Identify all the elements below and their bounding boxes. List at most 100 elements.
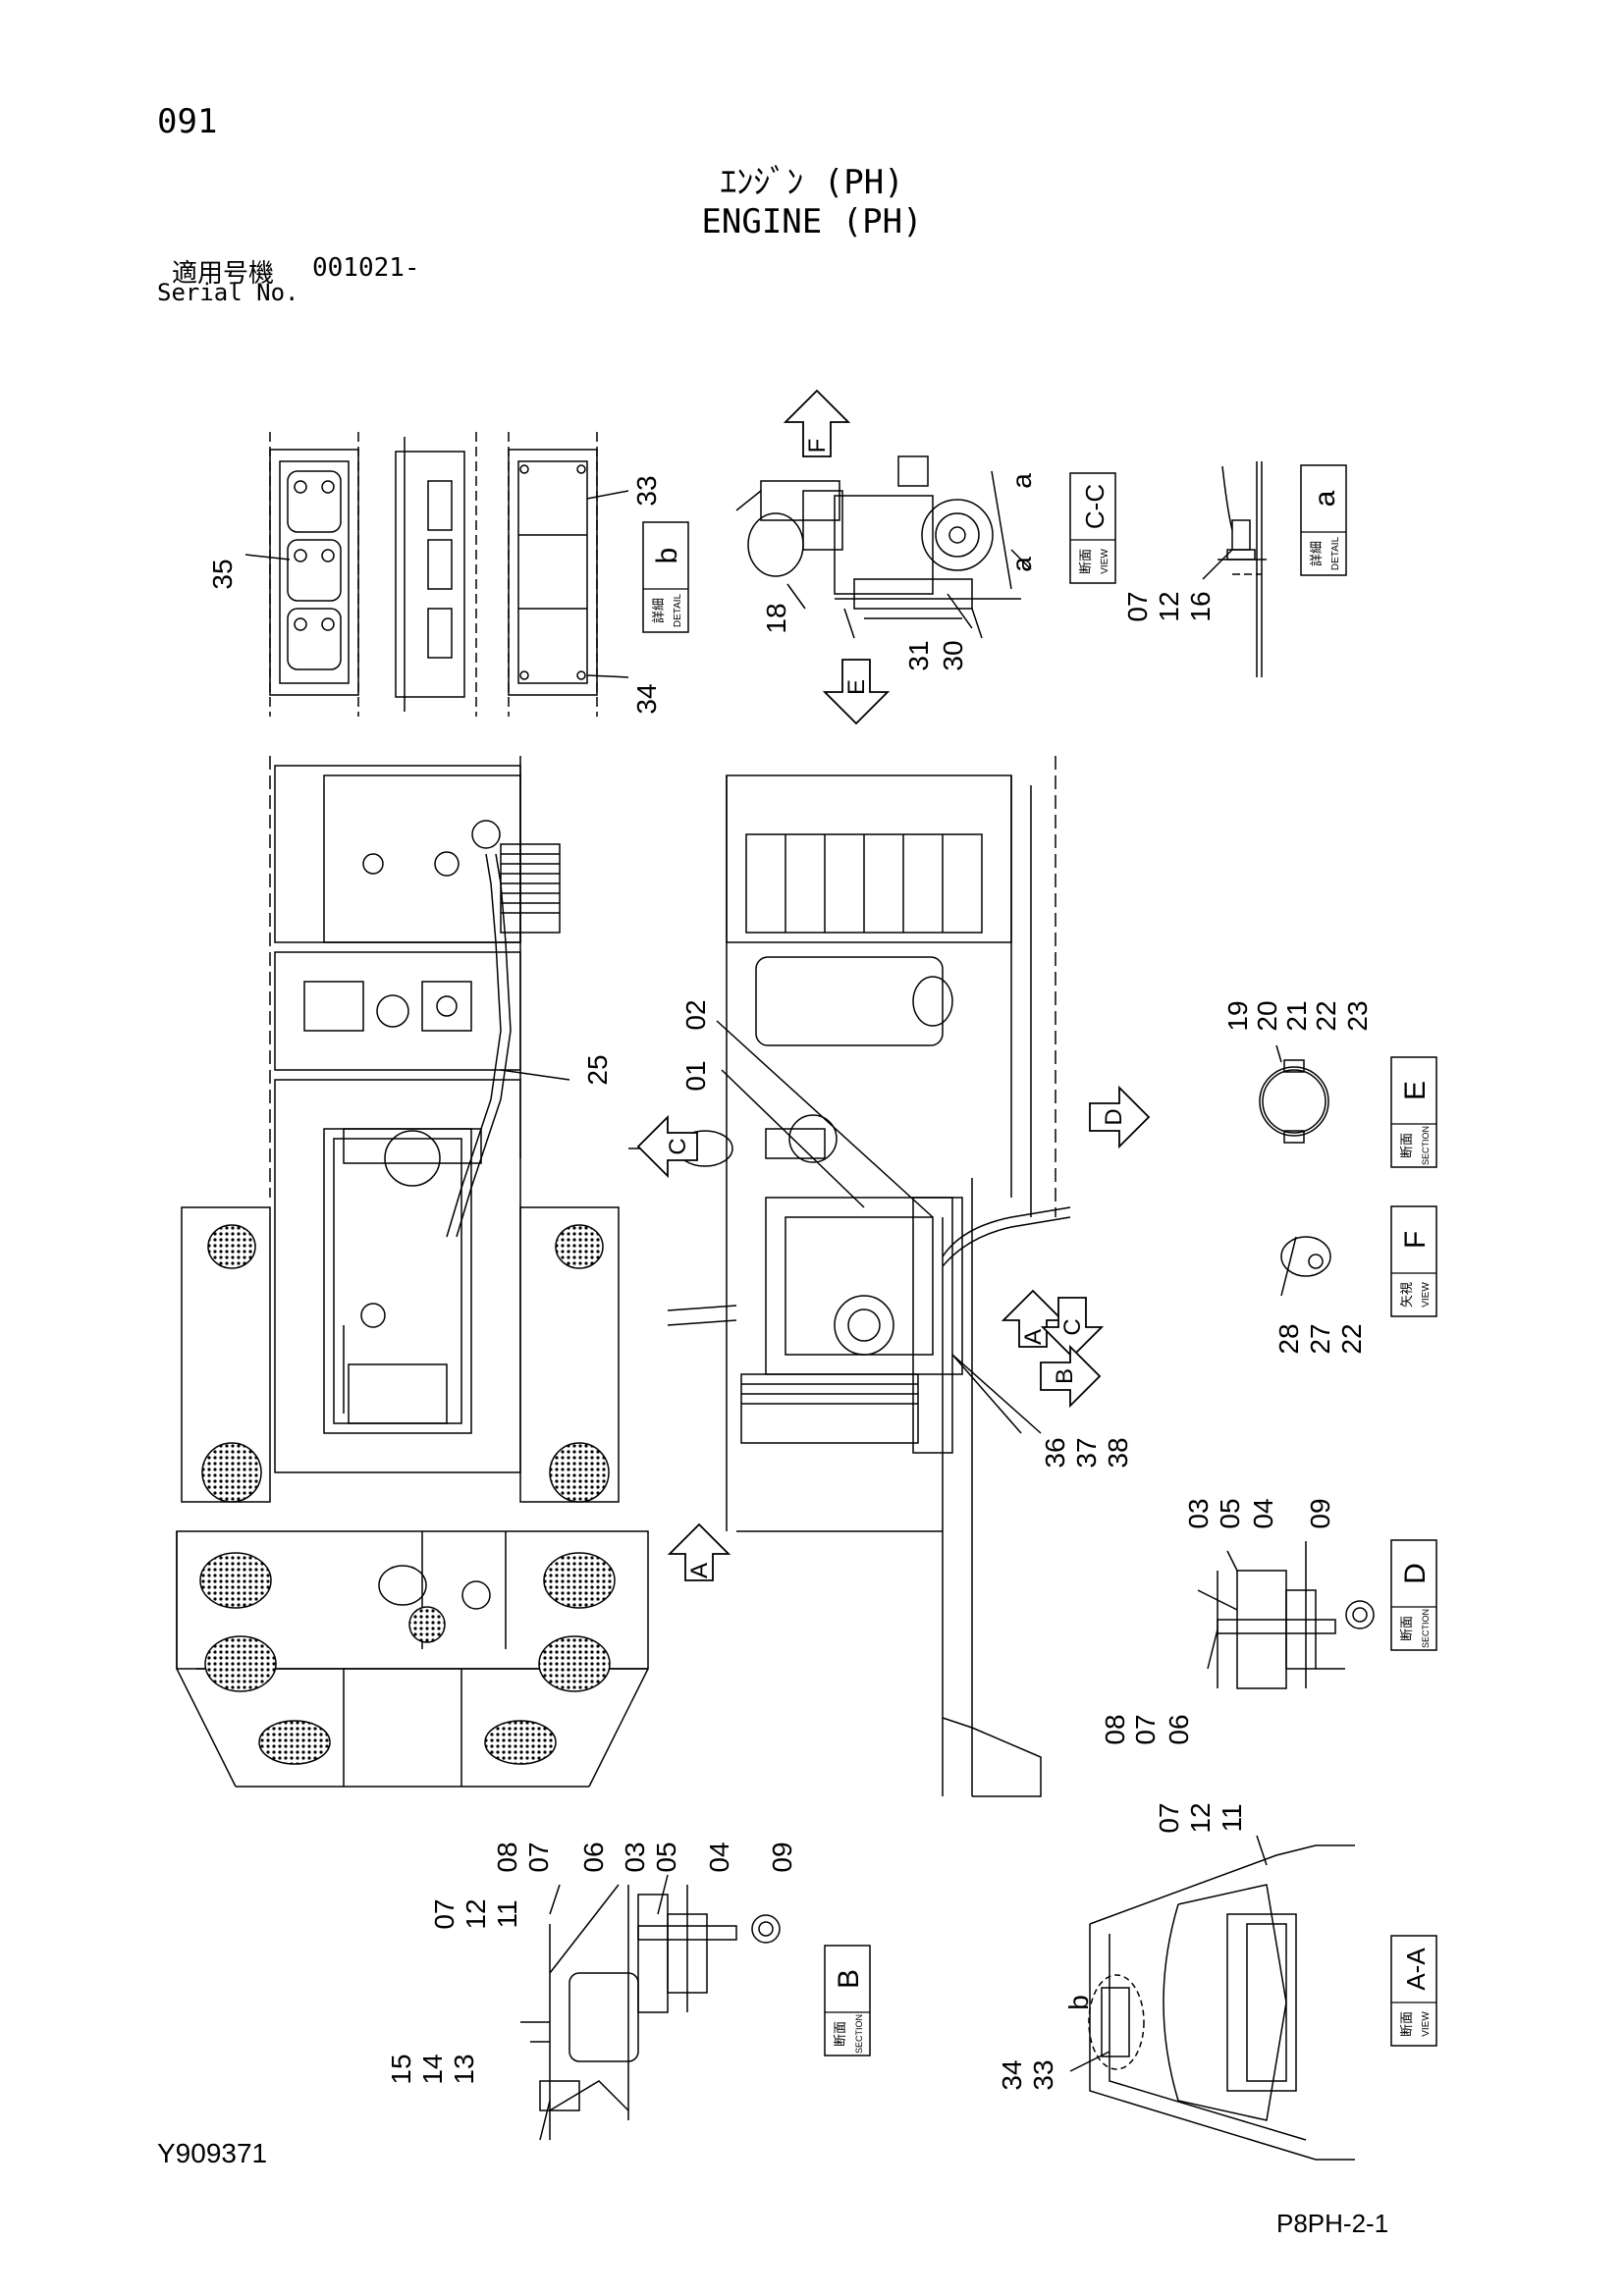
callout-30: 30 — [938, 640, 968, 670]
callout-38: 38 — [1103, 1437, 1133, 1468]
callout-04-section-d: 04 — [1248, 1498, 1278, 1528]
leader-lines — [244, 490, 1297, 2141]
label-view-f-en: VIEW — [1421, 1282, 1432, 1308]
label-section-b-en: SECTION — [854, 2014, 864, 2054]
callout-02: 02 — [680, 999, 711, 1030]
label-detail-b-jp: 詳細 — [651, 598, 666, 623]
label-detail-a-en: DETAIL — [1330, 536, 1341, 570]
label-section-d-en: SECTION — [1421, 1609, 1431, 1648]
label-section-e-letter: E — [1399, 1081, 1432, 1100]
label-view-cc-letter: C-C — [1080, 484, 1110, 529]
label-view-aa-jp: 断面 — [1399, 2011, 1414, 2037]
arrow-a2: A — [667, 1522, 731, 1581]
dotted-mats — [199, 1224, 616, 1765]
label-view-cc-jp: 断面 — [1078, 549, 1093, 574]
arrow-e: E — [822, 659, 891, 725]
callout-07-section-b-lower: 07 — [429, 1898, 460, 1929]
callout-35: 35 — [207, 559, 238, 589]
callout-33-view-aa: 33 — [1028, 2059, 1058, 2090]
detail-a-drawing — [1218, 461, 1267, 677]
callout-08-section-b: 08 — [492, 1842, 522, 1872]
callout-05-section-d: 05 — [1215, 1498, 1245, 1528]
callout-16: 16 — [1185, 591, 1216, 621]
label-section-b-letter: B — [833, 1969, 865, 1989]
callout-11-section-b: 11 — [492, 1899, 522, 1928]
label-view-f-jp: 矢視 — [1399, 1282, 1414, 1308]
arrow-c2: C — [1040, 1297, 1105, 1359]
callout-a-top: a — [1006, 473, 1037, 489]
callout-03-section-b: 03 — [620, 1842, 650, 1872]
callout-06-section-b: 06 — [578, 1842, 609, 1872]
callout-08-section-d: 08 — [1100, 1714, 1130, 1744]
callout-14: 14 — [417, 2054, 448, 2084]
page-reference: P8PH-2-1 — [1276, 2209, 1389, 2238]
label-section-e-en: SECTION — [1421, 1126, 1431, 1165]
callout-31: 31 — [903, 640, 934, 670]
callout-23: 23 — [1342, 1000, 1373, 1031]
section-b-drawing — [520, 1884, 781, 2140]
label-detail-a: 詳細 DETAIL a — [1300, 464, 1347, 576]
callout-37: 37 — [1071, 1437, 1102, 1468]
label-section-d-jp: 断面 — [1399, 1616, 1414, 1641]
arrow-c2-label: C — [1059, 1318, 1086, 1335]
main-engine-view — [628, 756, 1071, 1797]
arrow-d-label: D — [1101, 1108, 1127, 1125]
serial-label-jp: 適用号機 — [172, 259, 275, 289]
arrow-a2-label: A — [686, 1563, 713, 1578]
arrow-a1: A — [1001, 1289, 1065, 1348]
callout-11-view-aa: 11 — [1217, 1803, 1247, 1832]
label-view-aa-letter: A-A — [1401, 1948, 1431, 1991]
serial-value: 001021- — [312, 253, 420, 283]
callout-22-view-f: 22 — [1336, 1323, 1367, 1354]
callout-19: 19 — [1222, 1000, 1253, 1031]
arrow-c1-label: C — [665, 1138, 691, 1154]
label-section-e-jp: 断面 — [1399, 1133, 1414, 1158]
callout-27: 27 — [1305, 1323, 1335, 1354]
callout-15: 15 — [386, 2054, 416, 2084]
view-aa-drawing — [1088, 1844, 1355, 2161]
callout-07-detail-a: 07 — [1122, 591, 1153, 621]
label-section-e: 断面 SECTION E — [1390, 1056, 1437, 1168]
callout-07-view-aa: 07 — [1154, 1802, 1184, 1833]
label-section-d-letter: D — [1399, 1563, 1432, 1584]
label-detail-a-letter: a — [1309, 490, 1341, 507]
callout-07-section-b: 07 — [523, 1842, 554, 1872]
label-detail-b: 詳細 DETAIL b — [642, 521, 689, 633]
callout-20: 20 — [1252, 1000, 1282, 1031]
callout-01: 01 — [680, 1060, 711, 1091]
callout-18: 18 — [761, 603, 791, 633]
view-f-drawing — [1280, 1236, 1331, 1277]
label-view-f-letter: F — [1399, 1231, 1432, 1249]
view-cc-drawing — [735, 455, 1021, 639]
callout-28: 28 — [1273, 1323, 1304, 1354]
view-arrows: F E C D A C B A — [636, 389, 1151, 1581]
label-view-aa-en: VIEW — [1421, 2011, 1432, 2037]
label-section-b: 断面 SECTION B — [824, 1945, 871, 2056]
view-label-boxes: 詳細 DETAIL b 断面 VIEW C-C 詳細 DETAIL a 断面 S… — [642, 464, 1437, 2056]
callout-33-detail-b: 33 — [631, 475, 662, 506]
callout-12-view-aa: 12 — [1185, 1802, 1216, 1833]
callout-21: 21 — [1281, 1000, 1312, 1031]
callout-36: 36 — [1040, 1437, 1070, 1468]
part-callouts: 35 33 34 18 31 30 a a 07 12 16 02 01 25 … — [207, 473, 1373, 2091]
callout-22-section-e: 22 — [1311, 1000, 1341, 1031]
callout-12-detail-a: 12 — [1154, 591, 1184, 621]
callout-34-detail-b: 34 — [631, 683, 662, 714]
page-number: 091 — [157, 102, 218, 141]
serial-label-en: Serial No. — [157, 279, 299, 306]
label-detail-b-letter: b — [651, 548, 683, 564]
arrow-e-label: E — [843, 679, 870, 695]
label-view-cc-en: VIEW — [1100, 549, 1110, 574]
callout-07-section-d: 07 — [1130, 1714, 1161, 1744]
arrow-d: D — [1089, 1085, 1151, 1149]
callout-a-bottom: a — [1006, 557, 1037, 572]
label-detail-b-en: DETAIL — [673, 593, 683, 627]
arrow-b-label: B — [1052, 1368, 1078, 1384]
callout-09-section-b: 09 — [767, 1842, 797, 1872]
arrow-f-label: F — [804, 439, 831, 454]
callout-04-section-b: 04 — [704, 1842, 734, 1872]
arrow-f: F — [783, 389, 851, 457]
label-view-aa: 断面 VIEW A-A — [1390, 1935, 1437, 2047]
arrow-b: B — [1040, 1344, 1102, 1409]
